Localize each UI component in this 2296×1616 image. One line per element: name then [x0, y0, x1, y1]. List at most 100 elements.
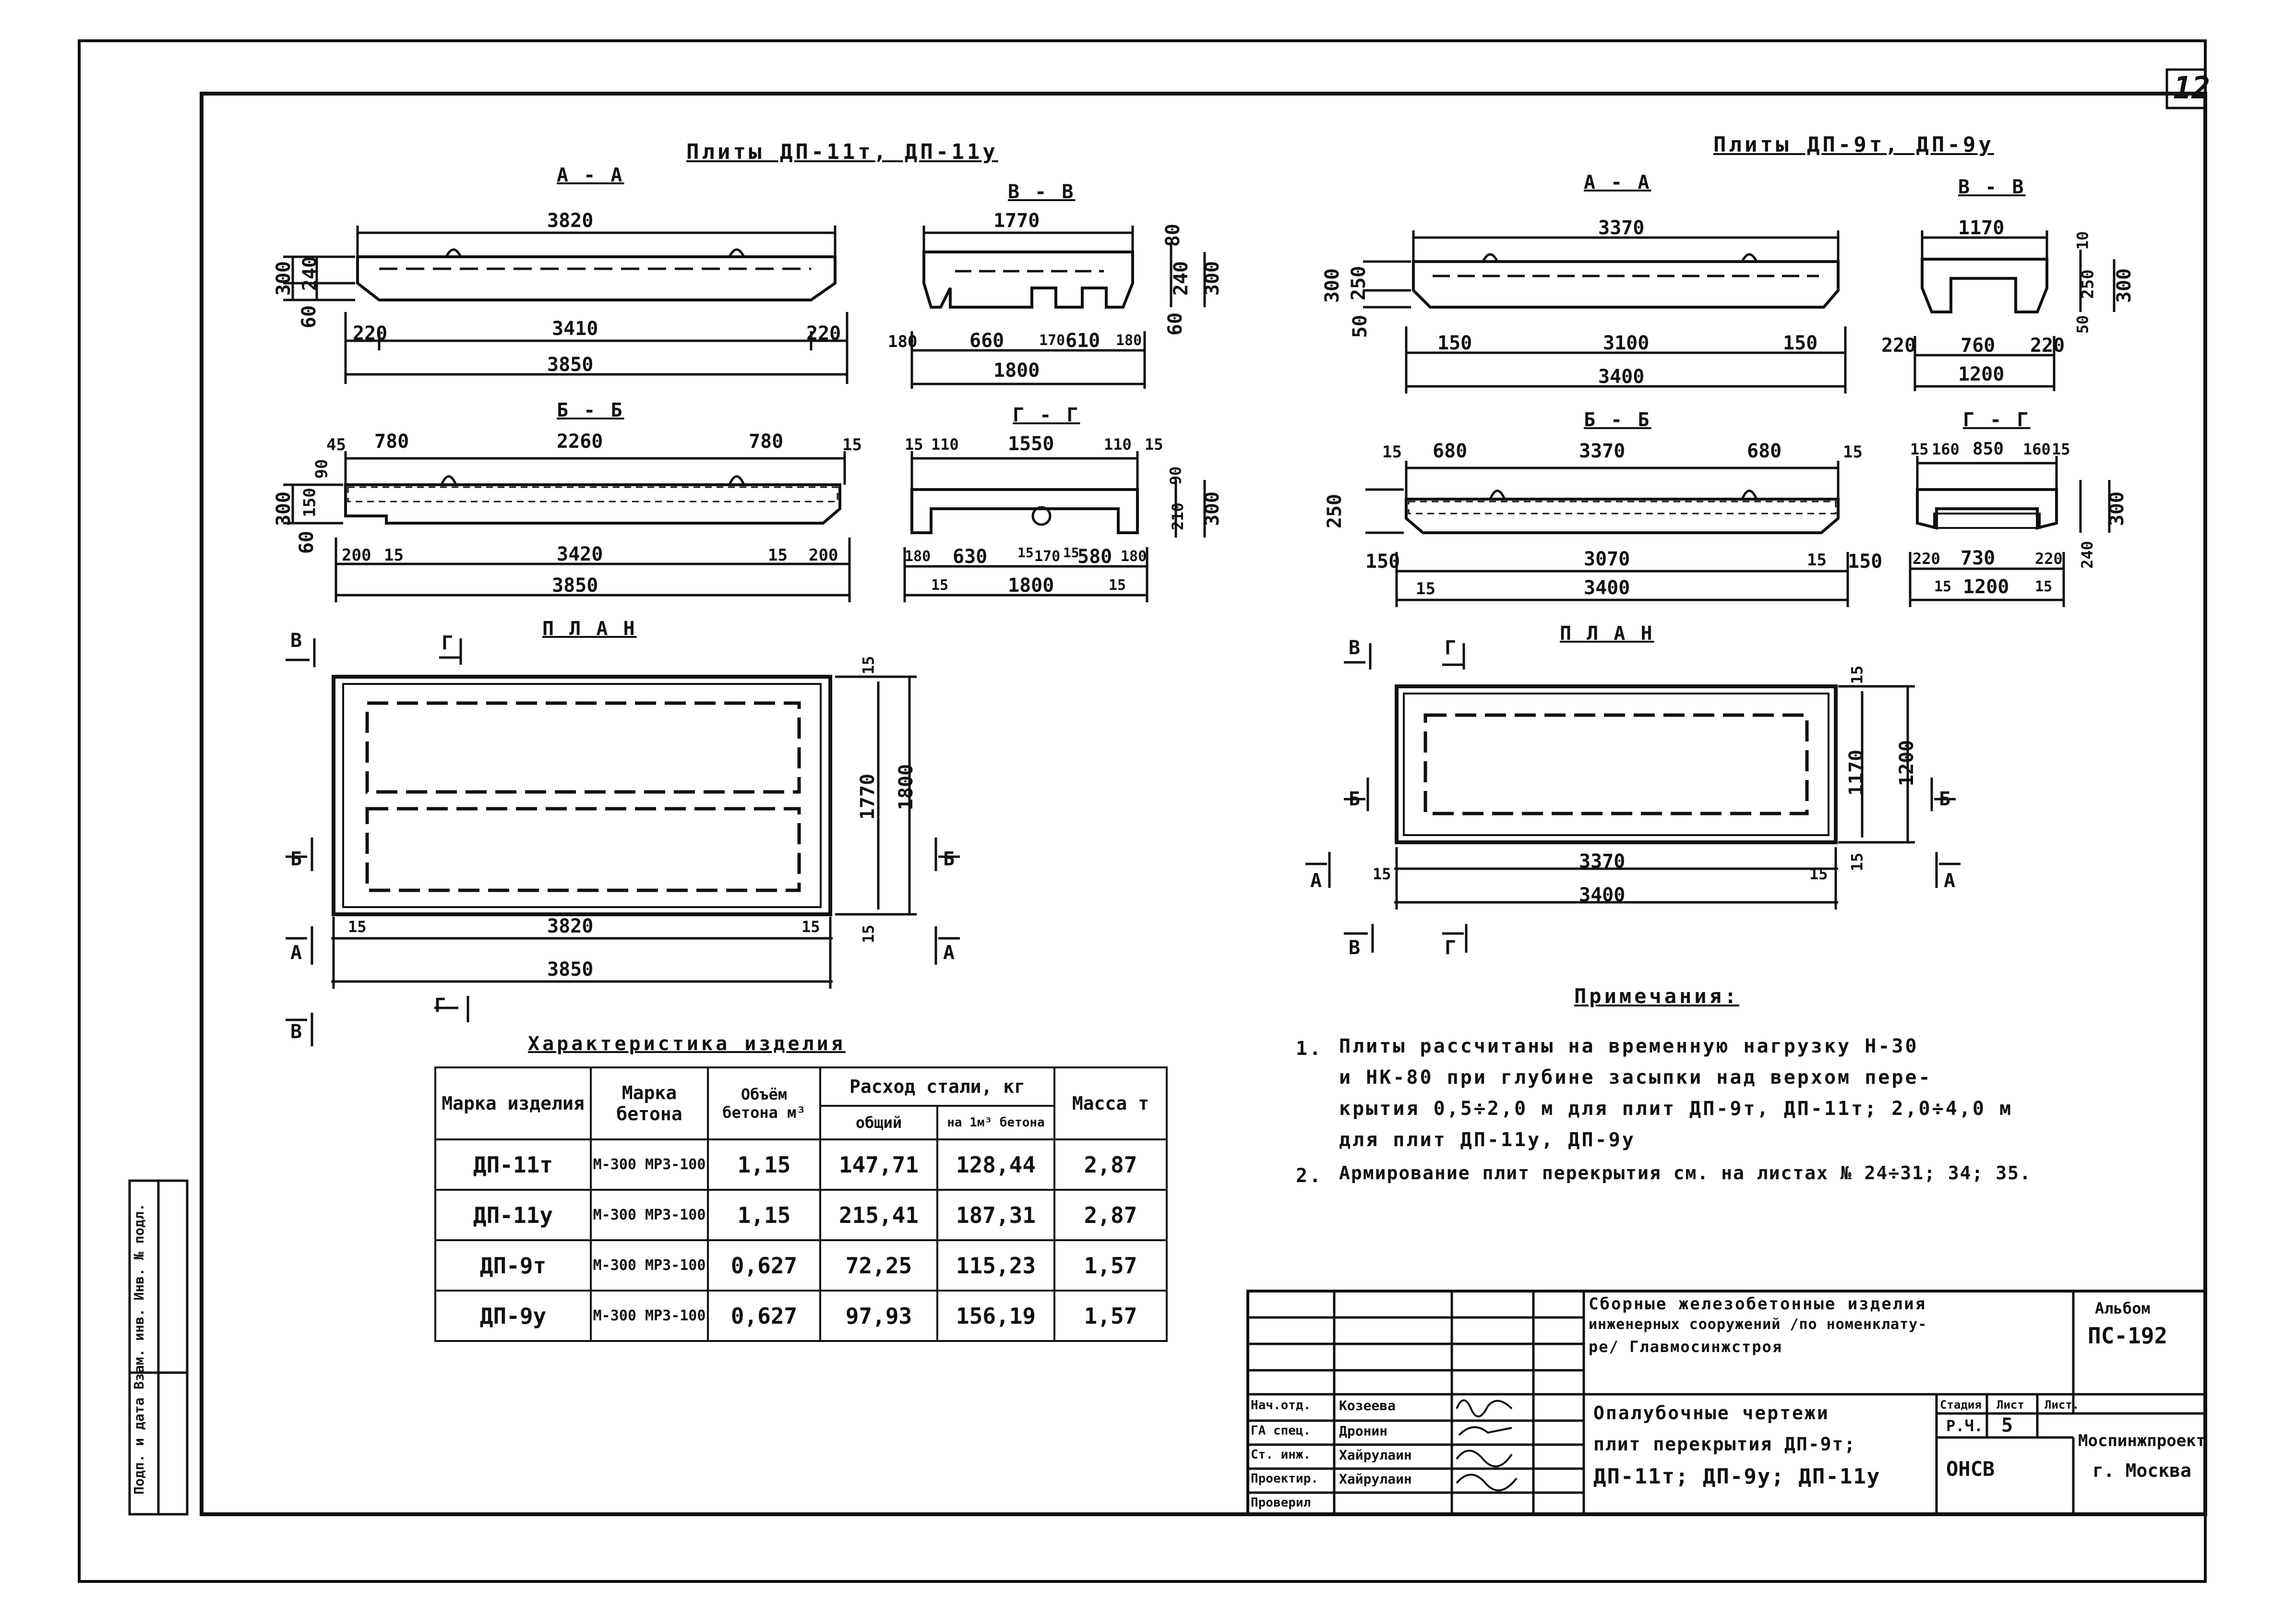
left-bb-b5: 200 — [809, 546, 838, 565]
signature-1 — [1456, 1399, 1513, 1418]
stamp-album-code: ПС-192 — [2088, 1323, 2168, 1349]
left-gg-b5: 15 — [1063, 545, 1079, 561]
right-plan-cut-g: Г — [1445, 637, 1457, 659]
notes-title: Примечания: — [1574, 984, 1740, 1008]
left-aa-overall: 3850 — [547, 354, 594, 376]
right-gg-d3: 850 — [1973, 439, 2004, 459]
left-plan-w-total: 3850 — [547, 958, 594, 981]
right-plan-cut-b-r: Б — [1939, 788, 1951, 810]
stamp-org-1: Моспинжпроект — [2078, 1431, 2206, 1450]
spec-cell-volume: 1,15 — [707, 1138, 821, 1191]
left-plan-cut-g: Г — [442, 632, 454, 654]
title-block-lines — [1246, 1290, 2207, 1516]
left-plan-edge-l: 15 — [348, 918, 367, 936]
right-bb-b2: 3070 — [1584, 548, 1630, 570]
spec-cell-per: 187,31 — [936, 1189, 1055, 1241]
spec-cell-mass: 2,87 — [1053, 1138, 1168, 1191]
spec-table-title: Характеристика изделия — [528, 1033, 846, 1055]
right-gg-b2: 730 — [1961, 547, 1996, 569]
signature-2 — [1458, 1426, 1512, 1436]
stamp-role: ГА спец. — [1251, 1424, 1311, 1438]
right-plan-cut-v: В — [1349, 637, 1361, 659]
left-vv-d5: 180 — [1116, 332, 1142, 349]
stamp-org-2: г. Москва — [2093, 1460, 2191, 1481]
right-gg-b1: 220 — [1913, 550, 1940, 568]
signature-4 — [1456, 1473, 1518, 1492]
sheet-number: 12 — [2173, 71, 2211, 106]
left-plan-cut-g-b: Г — [434, 994, 446, 1017]
table-row: ДП-9т М-300 МРЗ-100 0,627 72,25 115,23 1… — [434, 1239, 1168, 1292]
left-gg-d1: 15 — [905, 435, 923, 454]
left-bb-b3: 3420 — [557, 543, 603, 565]
right-plan-cut-v-b: В — [1349, 937, 1361, 959]
right-bb-overall: 3400 — [1584, 577, 1630, 599]
inner-frame — [200, 92, 2207, 1516]
left-vv-d3: 170 — [1039, 332, 1065, 349]
right-gg-b3: 220 — [2035, 550, 2063, 568]
spec-cell-concrete: М-300 МРЗ-100 — [590, 1290, 709, 1342]
stamp-name: Хайрулаин — [1339, 1447, 1412, 1463]
stamp-sheets-header: Лист. — [2045, 1398, 2080, 1412]
spec-cell-total: 215,41 — [819, 1189, 938, 1241]
spec-cell-mass: 2,87 — [1053, 1189, 1168, 1241]
left-plan-cut-v-b: В — [290, 1021, 302, 1043]
left-gg-d4: 110 — [1104, 435, 1132, 454]
spec-cell-concrete: М-300 МРЗ-100 — [590, 1138, 709, 1191]
right-gg-overall: 1200 — [1963, 576, 2009, 598]
spec-cell-per: 128,44 — [936, 1138, 1055, 1191]
spec-cell-mass: 1,57 — [1053, 1290, 1168, 1342]
right-vv-top: 1170 — [1958, 217, 2005, 239]
left-aa-bot-right: 220 — [806, 323, 841, 345]
stamp-name: Дронин — [1339, 1423, 1388, 1439]
stamp-name: Хайрулаин — [1339, 1471, 1412, 1487]
left-section-aa — [283, 226, 849, 384]
right-gg-d2: 160 — [1932, 440, 1960, 458]
right-plan — [1305, 643, 1961, 953]
left-bb-d-r: 780 — [749, 431, 784, 453]
left-vv-d1: 180 — [888, 332, 918, 351]
right-plan-edge-r: 15 — [1809, 865, 1828, 883]
left-gg-label: Г - Г — [1013, 404, 1080, 426]
right-aa-bot-mid: 3100 — [1603, 332, 1650, 354]
right-aa-top: 3370 — [1598, 217, 1645, 239]
right-gg-d1: 15 — [1910, 440, 1929, 458]
stamp-project-title-2: инженерных сооружений /по номенклату- — [1589, 1316, 1927, 1333]
right-bb-d-edge-l: 15 — [1382, 443, 1402, 462]
left-plan-cut-b-l: Б — [290, 848, 302, 870]
spec-cell-concrete: М-300 МРЗ-100 — [590, 1189, 709, 1241]
right-bb-b4: 150 — [1848, 551, 1883, 573]
spec-head-concrete: Марка бетона — [590, 1066, 709, 1140]
spec-head-steel-total: общий — [819, 1105, 938, 1140]
table-row: ДП-11у М-300 МРЗ-100 1,15 215,41 187,31 … — [434, 1189, 1168, 1241]
spec-head-mass: Масса т — [1053, 1066, 1168, 1140]
left-bb-b1: 200 — [342, 546, 371, 565]
left-bb-d-edge-l: 45 — [326, 435, 346, 455]
left-vv-overall: 1800 — [993, 359, 1040, 382]
right-bb-d-mid: 3370 — [1579, 440, 1626, 462]
table-row: ДП-9у М-300 МРЗ-100 0,627 97,93 156,19 1… — [434, 1290, 1168, 1342]
right-plan-w-inner: 3370 — [1579, 850, 1626, 873]
left-gg-b6: 580 — [1077, 546, 1112, 568]
stamp-name: Козеева — [1339, 1398, 1396, 1413]
stamp-drawing-title-1: Опалубочные чертежи — [1593, 1402, 1830, 1424]
stamp-sheet-value: 5 — [2001, 1414, 2013, 1436]
right-plan-cut-a-r: А — [1944, 870, 1956, 892]
spec-cell-per: 115,23 — [936, 1239, 1055, 1292]
note-2-line-1: Армирование плит перекрытия см. на листа… — [1339, 1162, 2032, 1184]
right-plan-cut-g-b: Г — [1445, 937, 1457, 959]
left-group-title: Плиты ДП-11т, ДП-11у — [686, 140, 998, 164]
left-aa-bot-mid: 3410 — [552, 318, 598, 340]
right-bb-c1: 15 — [1416, 579, 1435, 599]
right-section-vv — [1913, 230, 2116, 391]
stamp-sheet-header: Лист — [1997, 1398, 2024, 1412]
right-vv-label: В - В — [1958, 176, 2026, 198]
table-row: ДП-11т М-300 МРЗ-100 1,15 147,71 128,44 … — [434, 1138, 1168, 1191]
right-gg-d4: 160 — [2023, 440, 2051, 458]
left-vv-top: 1770 — [993, 210, 1040, 232]
left-bb-d-mid: 2260 — [557, 431, 603, 453]
right-bb-d-r: 680 — [1747, 440, 1782, 462]
right-vv-overall: 1200 — [1958, 363, 2005, 385]
right-plan-label: П Л А Н — [1560, 622, 1654, 645]
stamp-role: Ст. инж. — [1251, 1448, 1311, 1462]
spec-head-volume: Объём бетона м³ — [707, 1066, 821, 1140]
